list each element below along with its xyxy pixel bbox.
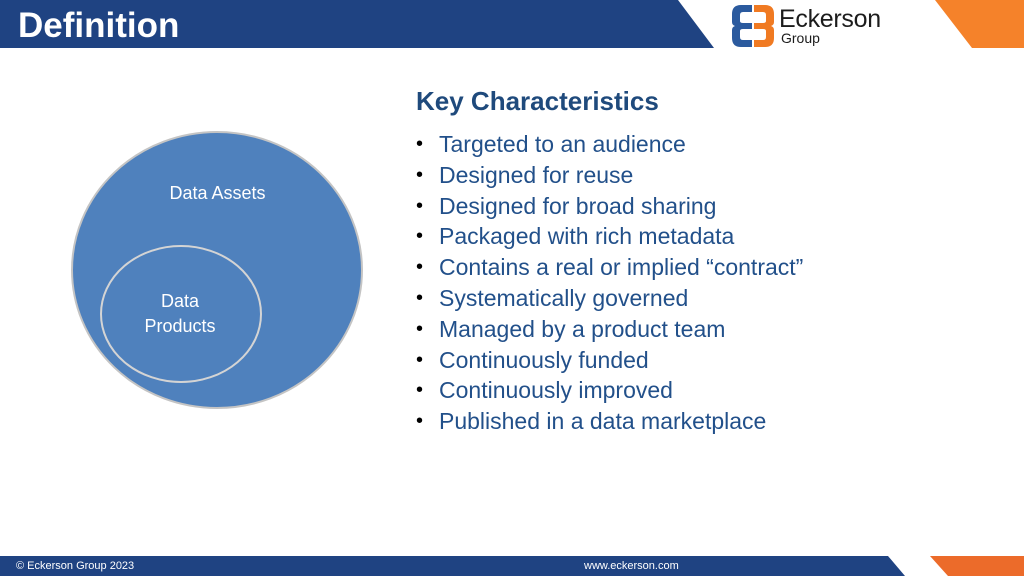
- data-products-label: Data Products: [120, 289, 240, 339]
- list-item: •Systematically governed: [414, 283, 803, 314]
- footer-copyright: © Eckerson Group 2023: [16, 560, 135, 572]
- logo-subtitle: Group: [781, 30, 820, 46]
- list-item: •Designed for broad sharing: [414, 191, 803, 222]
- bullet-icon: •: [416, 133, 424, 155]
- header-band: [0, 0, 1024, 48]
- bullet-icon: •: [416, 256, 424, 279]
- data-assets-diagram: [71, 131, 363, 409]
- bullet-icon: •: [416, 379, 424, 402]
- footer-shapes: [0, 556, 1024, 576]
- list-item: •Continuously improved: [414, 375, 803, 406]
- list-item: •Packaged with rich metadata: [414, 221, 803, 252]
- data-assets-label: Data Assets: [169, 183, 266, 203]
- characteristics-list: •Targeted to an audience •Designed for r…: [414, 129, 803, 437]
- bullet-icon: •: [416, 163, 424, 186]
- bullet-icon: •: [416, 410, 424, 433]
- list-item: •Contains a real or implied “contract”: [414, 252, 803, 283]
- list-item: •Designed for reuse: [414, 160, 803, 191]
- data-products-label-line1: Data: [160, 291, 200, 311]
- bullet-icon: •: [416, 194, 424, 217]
- bullet-icon: •: [416, 225, 424, 248]
- list-item: •Targeted to an audience: [414, 129, 803, 160]
- footer-website-link[interactable]: www.eckerson.com: [584, 560, 679, 572]
- bullet-icon: •: [416, 317, 424, 340]
- data-products-label-line2: Products: [144, 316, 216, 336]
- logo-wordmark: Eckerson: [779, 5, 881, 33]
- logo-mark-icon: [732, 5, 774, 47]
- list-item: •Managed by a product team: [414, 314, 803, 345]
- footer-band: [0, 556, 1024, 576]
- list-item: •Published in a data marketplace: [414, 406, 803, 437]
- list-item: •Continuously funded: [414, 345, 803, 376]
- bullet-icon: •: [416, 348, 424, 371]
- slide-title: Definition: [18, 6, 180, 45]
- header-shapes: [0, 0, 1024, 48]
- key-characteristics-title: Key Characteristics: [416, 86, 659, 116]
- bullet-icon: •: [416, 286, 424, 309]
- inner-circle-data-products: [100, 245, 262, 383]
- eckerson-group-logo: Eckerson Group: [731, 4, 891, 48]
